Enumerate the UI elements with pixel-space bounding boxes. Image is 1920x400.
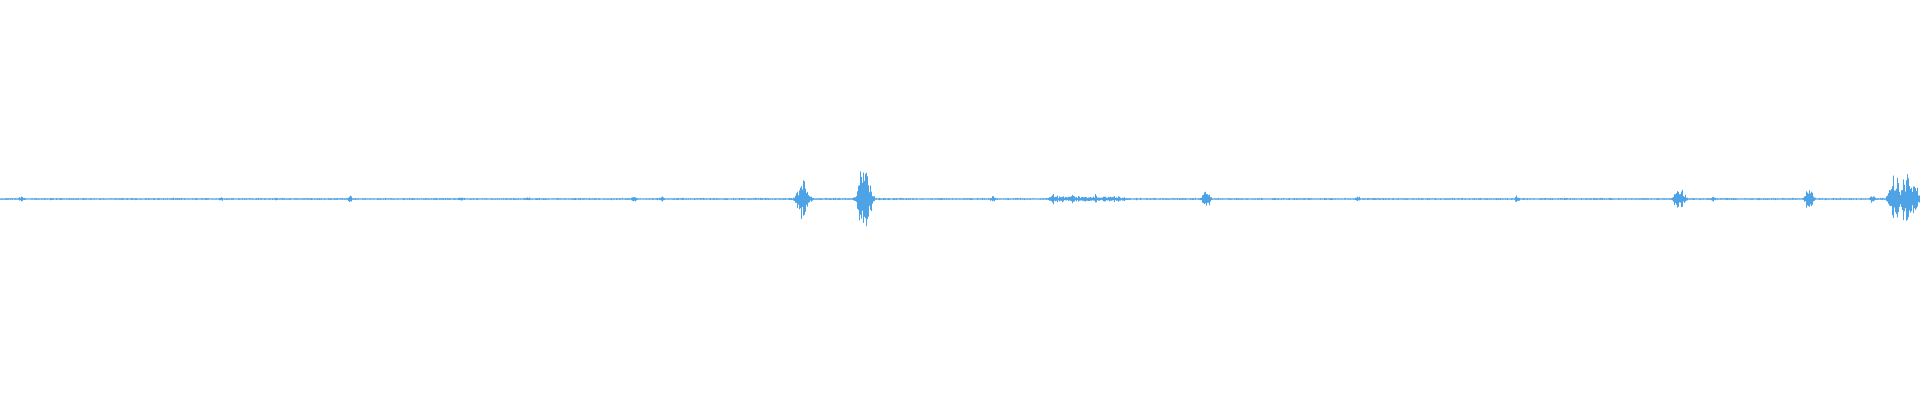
- waveform-path: [0, 171, 1920, 227]
- waveform-samples: [0, 171, 1920, 227]
